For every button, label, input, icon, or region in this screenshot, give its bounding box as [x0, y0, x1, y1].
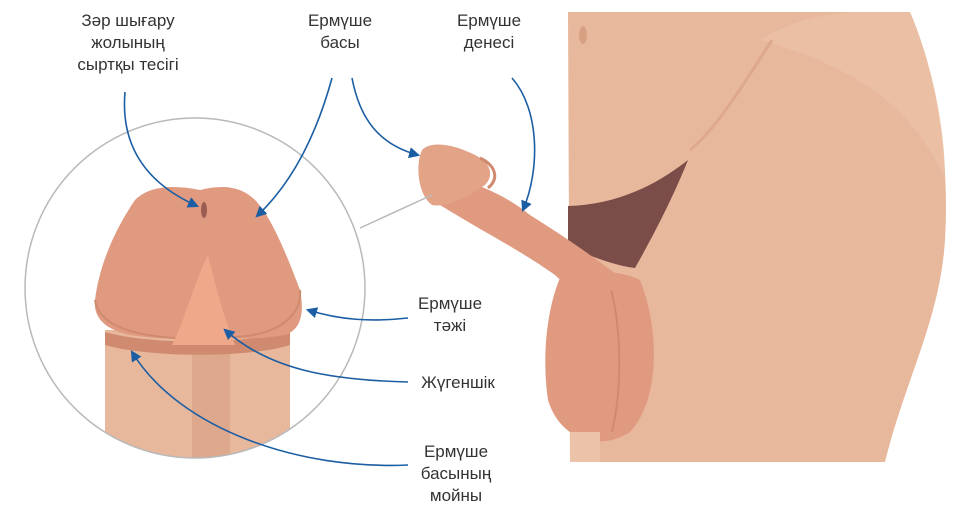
- label-neck: Ермүше басының мойны: [411, 441, 501, 507]
- label-frenulum: Жүгеншік: [408, 372, 508, 394]
- label-corona: Ермүше тәжі: [410, 293, 490, 337]
- arrow-glans-body: [352, 78, 418, 155]
- zoom-meatus: [201, 202, 207, 218]
- zoom-connector: [360, 195, 432, 228]
- arrow-shaft: [512, 78, 535, 210]
- label-meatus: Зәр шығару жолының сыртқы тесігі: [58, 10, 198, 76]
- navel: [579, 26, 587, 44]
- label-glans: Ермүше басы: [300, 10, 380, 54]
- label-shaft: Ермүше денесі: [449, 10, 529, 54]
- zoom-circle: [25, 118, 365, 470]
- body-illustration: [418, 12, 946, 462]
- leg-gap: [570, 432, 600, 462]
